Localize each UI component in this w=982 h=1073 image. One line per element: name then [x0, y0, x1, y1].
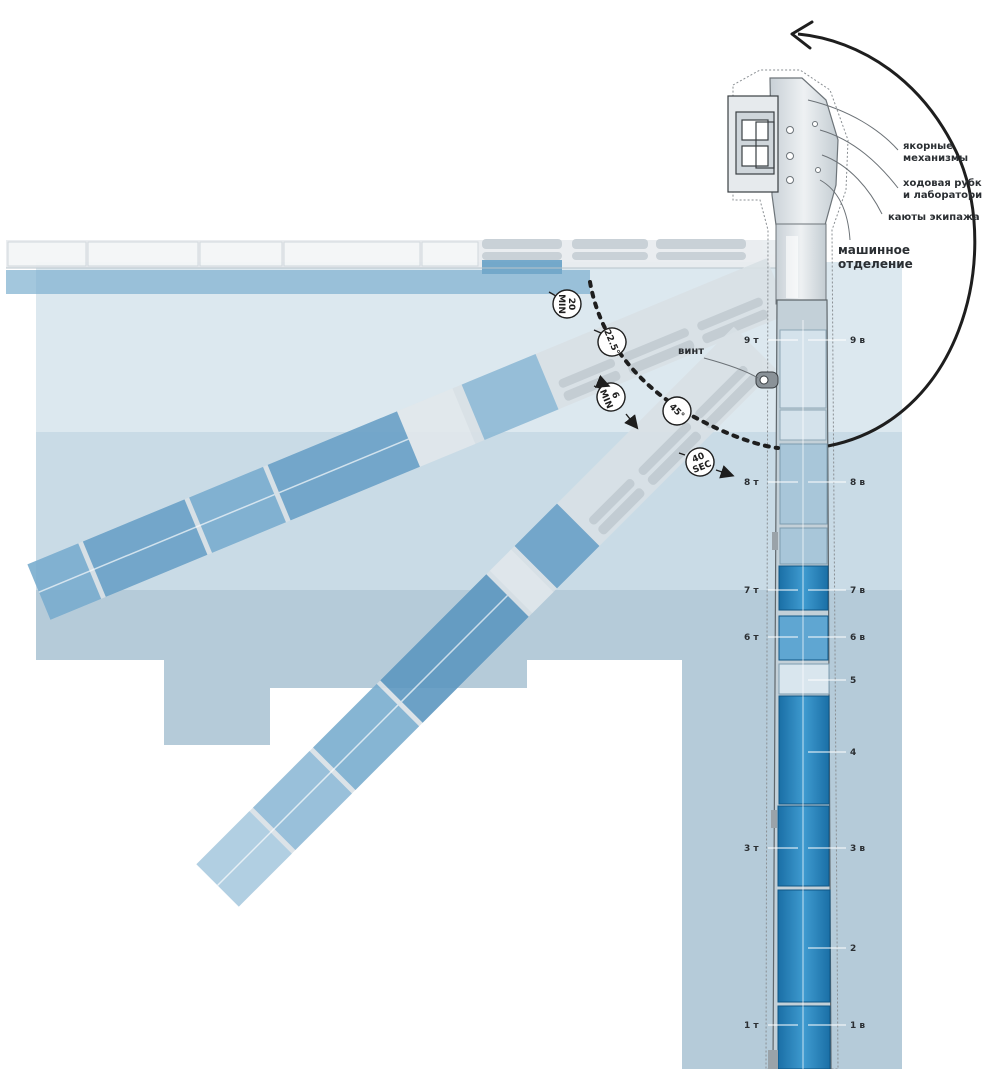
compartment-label-left: 6 т [744, 633, 759, 643]
badge-22deg: 22.5° [597, 327, 627, 357]
svg-text:6: 6 [609, 391, 621, 401]
badge-pointers [594, 374, 735, 479]
badge-6min: 6 MIN [596, 382, 626, 412]
rotation-arrow [797, 32, 977, 448]
label-group: якорные механизмы ходовая рубка и лабора… [678, 141, 982, 357]
compartment-label-left: 1 т [744, 1021, 759, 1031]
badge-40sec: 40 SEC [685, 447, 715, 477]
ship-bow [769, 77, 839, 226]
badge-45deg: 45° [662, 396, 692, 426]
badge-ticks [548, 291, 686, 456]
compartment-labels: 9 т 9 в 8 т 8 в 7 т 7 в 6 т 6 в 5 4 3 т 3 в 2 1 т 1 в [744, 336, 865, 1031]
label-engine-2: отделение [838, 257, 913, 271]
ship-outline [732, 69, 849, 1070]
svg-text:MIN: MIN [556, 294, 566, 314]
water-layer-deep [36, 590, 902, 1069]
compartment-label-right: 3 в [850, 844, 865, 854]
rotation-arrow-head [790, 20, 814, 50]
compartment-label-right: 2 [850, 944, 856, 954]
time-badges: 20 MIN 22.5° 6 MIN 45° 40 SEC [552, 289, 715, 477]
compartment-label-right: 5 [850, 676, 856, 686]
lab-module [727, 95, 779, 193]
compartment-label-right: 4 [850, 748, 856, 758]
compartment-label-right: 8 в [850, 478, 865, 488]
compartment-label-left: 9 т [744, 336, 759, 346]
label-engine-1: машинное [838, 243, 910, 257]
compartment-label-right: 9 в [850, 336, 865, 346]
label-propeller: винт [678, 346, 704, 357]
ghost-ship-45deg [196, 326, 777, 907]
ghost-ship-horizontal [6, 239, 776, 294]
water-left-fade [0, 262, 36, 592]
label-bridge-2: и лаборатория [903, 189, 982, 201]
compartment-label-left: 3 т [744, 844, 759, 854]
label-bridge-1: ходовая рубка [903, 177, 982, 189]
compartment-label-right: 6 в [850, 633, 865, 643]
compartment-label-right: 1 в [850, 1021, 865, 1031]
callout-lines [703, 99, 899, 379]
ship-neck [775, 223, 827, 305]
label-cabins: каюты экипажа [888, 212, 980, 223]
vertical-ship [727, 69, 849, 1070]
compartment-label-left: 7 т [744, 586, 759, 596]
label-anchor-1: якорные [903, 141, 953, 152]
svg-text:40: 40 [691, 451, 706, 465]
propeller [755, 371, 779, 389]
label-anchor-2: механизмы [903, 153, 968, 164]
portholes [786, 121, 821, 184]
compartment-label-left: 8 т [744, 478, 759, 488]
badge-20min: 20 MIN [552, 289, 582, 319]
svg-text:20: 20 [566, 298, 576, 311]
compartment-label-right: 7 в [850, 586, 865, 596]
